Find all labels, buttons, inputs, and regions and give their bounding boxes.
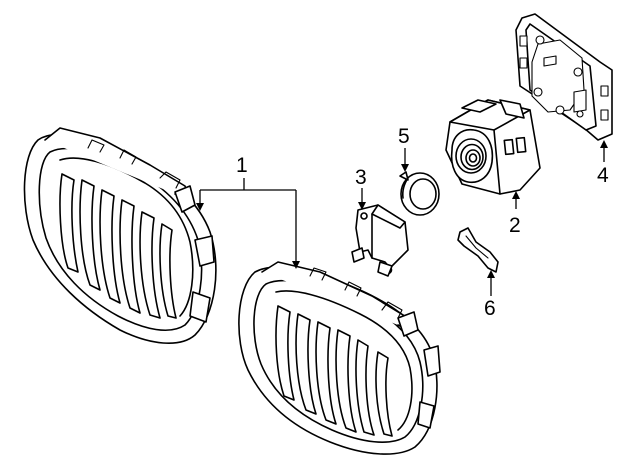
camera-module: [445, 99, 541, 195]
leader-lines: [196, 140, 608, 296]
grille-right: [238, 261, 441, 455]
bracket: [351, 204, 409, 277]
camera-ring: [399, 171, 440, 216]
grille-left: [23, 127, 217, 344]
mounting-plate: [515, 13, 613, 141]
callout-5: 5: [398, 125, 410, 148]
callout-6: 6: [484, 297, 496, 320]
retaining-clip: [457, 227, 499, 273]
callout-4: 4: [597, 164, 609, 187]
callout-1: 1: [236, 154, 248, 177]
callout-2: 2: [509, 214, 521, 237]
callout-3: 3: [355, 166, 367, 189]
